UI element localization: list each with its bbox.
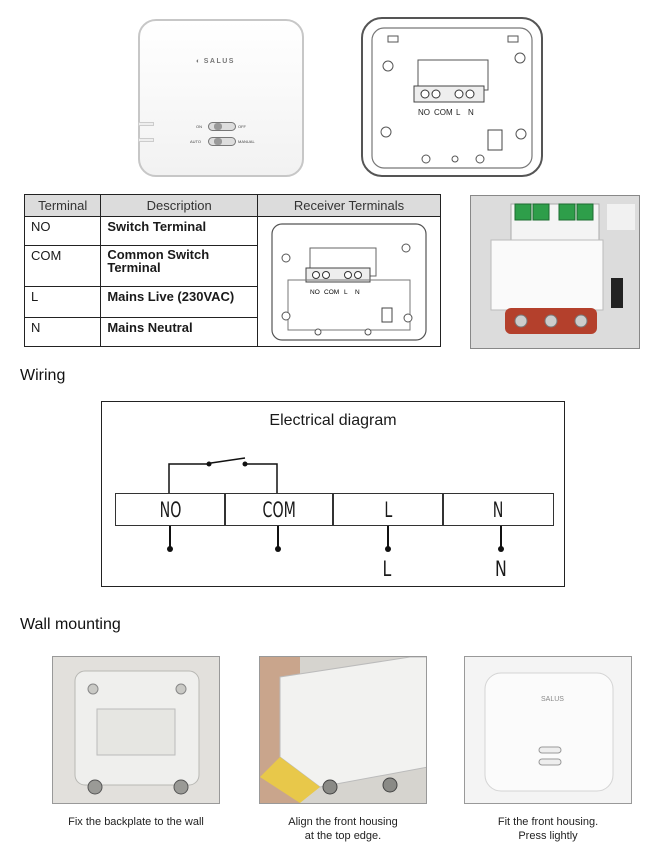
mini-label-com: COM	[324, 289, 339, 296]
section-heading-wall-mounting: Wall mounting	[20, 616, 121, 633]
led-indicator	[138, 122, 154, 126]
caption-step-2: Align the front housing at the top edge.	[288, 816, 398, 842]
receiver-terminals-illustration: NO COM L N	[271, 222, 427, 341]
wire-end-n	[498, 546, 504, 552]
terminal-table: Terminal Description Receiver Terminals …	[23, 194, 441, 347]
mini-label-no: NO	[310, 289, 320, 296]
terminal-cell: NO	[23, 216, 102, 246]
receiver-terminals-cell: NO COM L N	[257, 216, 441, 347]
receiver-backplate-illustration: NO COM L N	[361, 17, 543, 177]
diagram-title: Electrical diagram	[269, 412, 397, 429]
section-heading-wiring: Wiring	[20, 367, 66, 384]
backplate-label-com: COM	[434, 108, 453, 117]
col-header-terminal: Terminal	[23, 194, 102, 217]
wire-end-l	[385, 546, 391, 552]
terminal-cell: L	[23, 286, 102, 318]
mini-label-n: N	[355, 289, 360, 296]
terminal-cell: COM	[23, 245, 102, 287]
backplate-label-l: L	[456, 108, 461, 117]
caption-step-3: Fit the front housing. Press lightly	[497, 816, 599, 842]
output-label-l: L	[382, 557, 392, 581]
wire-n	[500, 526, 502, 549]
description-cell: Switch Terminal	[100, 216, 258, 246]
switch-symbol	[168, 457, 278, 493]
on-off-switch	[208, 122, 236, 131]
backplate-label-no: NO	[418, 108, 430, 117]
salus-logo: SALUS	[196, 58, 235, 65]
photo-backplate-on-wall	[52, 656, 220, 804]
col-header-receiver-terminals: Receiver Terminals	[257, 194, 441, 217]
output-label-n: N	[494, 557, 507, 581]
switch-label-auto: AUTO	[190, 139, 202, 144]
terminal-box-n: N	[442, 493, 554, 526]
switch-label-on: ON	[196, 124, 202, 129]
photo-salus-logo: SALUS	[541, 696, 564, 703]
mini-label-l: L	[344, 289, 348, 296]
wire-l	[387, 526, 389, 549]
terminal-cell: N	[23, 317, 102, 347]
terminal-box-l: L	[332, 493, 444, 526]
caption-step-1: Fix the backplate to the wall	[68, 816, 204, 828]
led-indicator	[138, 138, 154, 142]
switch-label-manual: MANUAL	[238, 139, 255, 144]
receiver-terminals-photo	[470, 195, 640, 349]
description-cell: Common Switch Terminal	[100, 245, 258, 287]
col-header-description: Description	[100, 194, 258, 217]
wire-com	[277, 526, 279, 549]
auto-manual-switch	[208, 137, 236, 146]
wire-no	[169, 526, 171, 549]
photo-align-front-housing	[259, 656, 427, 804]
terminal-box-no: NO	[115, 493, 226, 526]
description-cell: Mains Live (230VAC)	[100, 286, 258, 318]
terminal-box-com: COM	[224, 493, 334, 526]
description-cell: Mains Neutral	[100, 317, 258, 347]
photo-fit-front-housing: SALUS	[464, 656, 632, 804]
wire-end-com	[275, 546, 281, 552]
electrical-diagram: Electrical diagram NO COM L N L N	[101, 401, 565, 587]
switch-label-off: OFF	[238, 124, 246, 129]
receiver-front-illustration: SALUS ON OFF AUTO MANUAL	[138, 19, 304, 177]
backplate-label-n: N	[468, 108, 474, 117]
wire-end-no	[167, 546, 173, 552]
